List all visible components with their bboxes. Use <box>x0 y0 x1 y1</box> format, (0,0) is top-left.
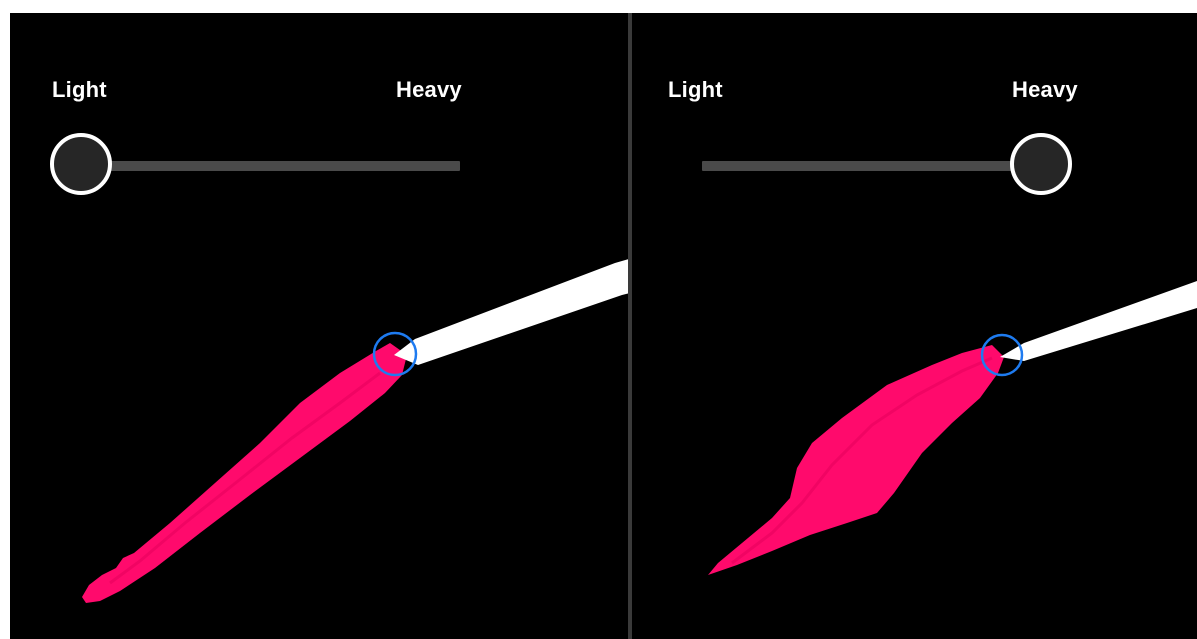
stroke-texture <box>109 371 381 585</box>
canvas-right <box>708 281 1197 575</box>
stroke-texture <box>731 356 993 565</box>
brush-stroke <box>708 345 1004 575</box>
panel-heavy-pressure: Light Heavy <box>632 13 1197 639</box>
brush-cursor-ring-icon <box>372 331 418 377</box>
pressure-slider-track[interactable] <box>82 161 460 171</box>
label-light: Light <box>52 77 107 102</box>
panel-divider <box>628 13 632 639</box>
pressure-slider-track[interactable] <box>702 161 1032 171</box>
label-light: Light <box>668 77 723 102</box>
canvas-left <box>82 259 628 603</box>
brush-stroke <box>82 343 407 603</box>
panel-light-pressure: Light Heavy <box>10 13 628 639</box>
label-heavy: Heavy <box>1012 77 1078 102</box>
pressure-comparison: Light Heavy Light Heavy <box>10 13 1197 639</box>
apple-pencil-icon <box>1000 281 1197 361</box>
brush-cursor-ring-icon <box>980 333 1024 377</box>
apple-pencil-icon <box>394 259 628 365</box>
pressure-slider-thumb[interactable] <box>50 133 112 195</box>
pressure-slider-thumb[interactable] <box>1010 133 1072 195</box>
label-heavy: Heavy <box>396 77 462 102</box>
